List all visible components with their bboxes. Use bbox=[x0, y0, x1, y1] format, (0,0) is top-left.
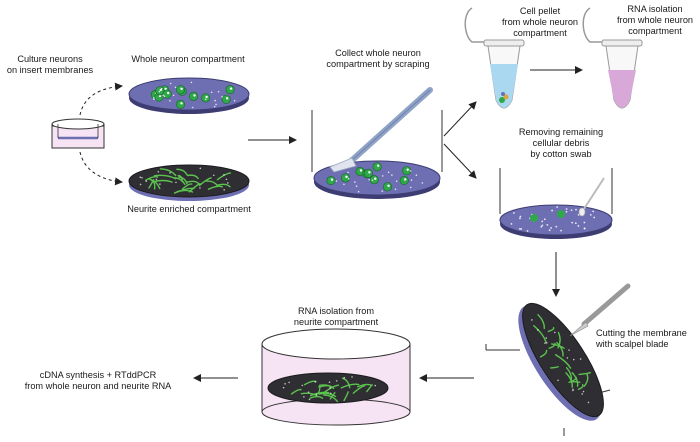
label-cutting-membrane: Cutting the membrane with scalpel blade bbox=[596, 328, 687, 349]
neurite-fragment bbox=[578, 371, 592, 376]
neuron-cell bbox=[326, 176, 336, 186]
neurite-fragment bbox=[568, 376, 577, 384]
neuron-cell bbox=[399, 175, 409, 185]
cutting-membrane bbox=[485, 283, 631, 436]
cotton-swab-dish bbox=[499, 168, 613, 239]
neurite-fragment bbox=[173, 177, 186, 186]
neurite-fragment bbox=[547, 326, 555, 333]
neurite-fragment bbox=[178, 176, 188, 185]
neuron-cell bbox=[383, 182, 393, 192]
neurite-fragment bbox=[300, 392, 318, 397]
neurite-fragment bbox=[159, 168, 177, 177]
arrow-to-debris bbox=[443, 143, 477, 179]
neurite-fragment bbox=[148, 178, 161, 190]
neurite-fragment bbox=[207, 185, 224, 190]
neurite-fragment bbox=[145, 176, 159, 181]
neurite-fragment bbox=[341, 377, 351, 389]
neuron-cell bbox=[155, 86, 165, 96]
label-cell-pellet: Cell pellet from whole neuron compartmen… bbox=[501, 6, 579, 38]
neurite-fragment bbox=[352, 384, 366, 394]
label-collect-scraping: Collect whole neuron compartment by scra… bbox=[326, 48, 430, 69]
neurite-fragment bbox=[537, 313, 546, 330]
neurite-fragment bbox=[551, 343, 565, 349]
neurite-fragment bbox=[357, 383, 373, 388]
neurite-fragment bbox=[186, 180, 200, 185]
neurite-fragment bbox=[205, 180, 219, 187]
neurite-fragment bbox=[577, 384, 584, 391]
neuron-cell bbox=[176, 85, 186, 95]
neuron-cell bbox=[225, 85, 235, 95]
neurite-fragment bbox=[181, 183, 193, 190]
neurite-fragment bbox=[340, 383, 360, 389]
neurite-fragment bbox=[557, 331, 561, 349]
neuron-cell bbox=[363, 168, 373, 178]
neurite-membrane bbox=[128, 164, 250, 201]
neurite-rna-well bbox=[261, 328, 411, 426]
neurite-fragment bbox=[554, 354, 572, 369]
neurite-fragment bbox=[309, 395, 324, 399]
rna-tube bbox=[582, 7, 643, 109]
label-rna-whole: RNA isolation from whole neuron compartm… bbox=[616, 4, 694, 36]
neuron-cell bbox=[402, 166, 412, 176]
neuron-cell bbox=[341, 173, 351, 183]
neurite-fragment bbox=[539, 349, 548, 358]
dashed-arrow-to-whole bbox=[79, 82, 123, 116]
neurite-fragment bbox=[343, 391, 349, 402]
pellet-tube bbox=[464, 7, 525, 109]
neuron-cell bbox=[372, 162, 382, 172]
neurite-fragment bbox=[556, 341, 564, 357]
neurite-fragment bbox=[186, 174, 199, 180]
neurite-fragment bbox=[533, 324, 547, 343]
neurite-fragment bbox=[309, 391, 330, 397]
neurite-fragment bbox=[177, 174, 183, 183]
label-whole-compartment: Whole neuron compartment bbox=[131, 54, 245, 64]
neurite-fragment bbox=[318, 392, 337, 398]
neuron-cell bbox=[221, 94, 231, 104]
dashed-arrow-to-neurite bbox=[79, 151, 123, 186]
label-cdna: cDNA synthesis + RTddPCR from whole neur… bbox=[24, 370, 172, 391]
neurite-fragment bbox=[198, 177, 212, 187]
label-removing-debris: Removing remaining cellular debris by co… bbox=[518, 127, 604, 159]
neuron-cell bbox=[189, 91, 199, 101]
arrow-to-pellet bbox=[443, 101, 477, 137]
scraping-dish bbox=[311, 87, 443, 199]
neurite-fragment bbox=[550, 366, 559, 369]
neurite-fragment bbox=[318, 384, 335, 389]
neurite-fragment bbox=[366, 384, 373, 393]
neuron-cell bbox=[175, 99, 185, 109]
label-neurite-compartment: Neurite enriched compartment bbox=[127, 204, 251, 214]
whole-neuron-membrane bbox=[128, 77, 250, 114]
neurite-fragment bbox=[548, 342, 556, 349]
neurite-fragment bbox=[176, 189, 194, 193]
neurite-fragment bbox=[565, 372, 573, 388]
label-rna-neurite: RNA isolation from neurite compartment bbox=[293, 306, 379, 327]
neurite-fragment bbox=[290, 388, 302, 395]
neurite-fragment bbox=[329, 392, 336, 400]
neurite-fragment bbox=[583, 373, 589, 387]
neurite-fragment bbox=[571, 372, 579, 387]
label-culture-neurons: Culture neurons on insert membranes bbox=[6, 54, 94, 75]
neuron-cell bbox=[201, 93, 211, 103]
neurite-fragment bbox=[217, 183, 231, 188]
neuron-cell bbox=[369, 175, 379, 185]
neurite-fragment bbox=[216, 172, 232, 181]
culture-insert-icon bbox=[51, 118, 105, 149]
neurite-fragment bbox=[176, 168, 188, 176]
